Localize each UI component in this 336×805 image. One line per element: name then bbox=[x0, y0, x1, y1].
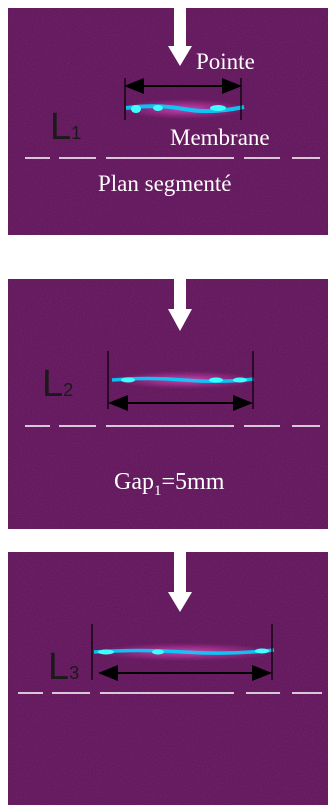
panel-3: L3 bbox=[8, 552, 328, 805]
panel-1-pointe-text: Pointe bbox=[196, 49, 255, 74]
panel-1-discharge bbox=[125, 104, 245, 114]
panel-3-discharge bbox=[93, 648, 275, 655]
panel-2-gap-text: Gap1=5mm bbox=[114, 469, 225, 499]
panel-1-pointe-arrow bbox=[168, 8, 192, 66]
panel-1-image bbox=[8, 8, 328, 235]
panel-3-image bbox=[8, 552, 328, 805]
panel-2-image bbox=[8, 279, 328, 529]
panel-2-length-label: L2 bbox=[42, 363, 74, 405]
panel-1: L1 Pointe Membrane Plan segmenté bbox=[8, 8, 328, 235]
panel-2-pointe-arrow bbox=[168, 279, 192, 331]
panel-1-plan-text: Plan segmenté bbox=[98, 171, 232, 196]
panel-3-pointe-arrow bbox=[168, 552, 192, 612]
panel-3-length-label: L3 bbox=[48, 646, 80, 688]
panel-1-membrane-text: Membrane bbox=[170, 125, 270, 150]
panel-2: L2 Gap1=5mm bbox=[8, 279, 328, 529]
panel-1-length-label: L1 bbox=[50, 106, 82, 148]
